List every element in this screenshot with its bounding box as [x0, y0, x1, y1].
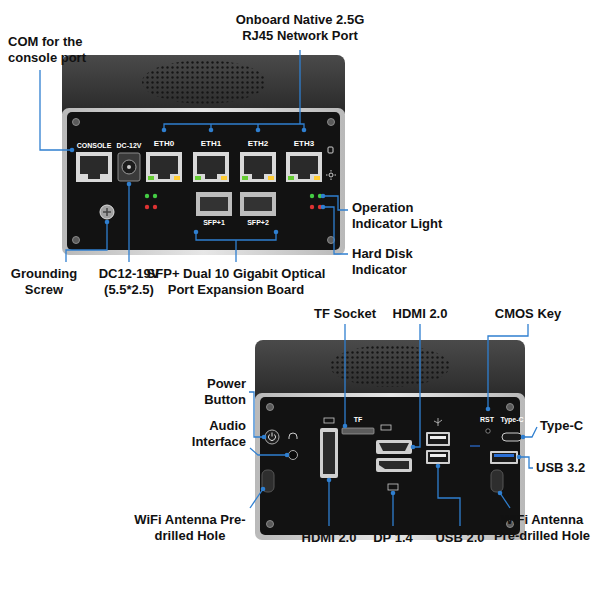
- callout-label: Grounding Screw: [6, 266, 82, 298]
- usb3-port: [470, 446, 518, 464]
- callout-label: WiFi Antenna Pre-drilled Hole: [488, 512, 596, 544]
- port-label: ETH3: [289, 140, 319, 148]
- bracket-leader: [196, 232, 276, 262]
- panel-screws: [267, 404, 514, 528]
- reset-hole: [486, 429, 490, 433]
- leader-line: [249, 392, 264, 437]
- power-button: [265, 430, 279, 444]
- device-front-view: [255, 340, 525, 540]
- callout-label: TF Socket: [305, 306, 385, 322]
- dc-jack: [118, 153, 140, 181]
- tf-slot: [342, 428, 374, 434]
- device-bezel: [62, 108, 345, 255]
- leader-line: [392, 493, 393, 526]
- leader-line: [328, 480, 329, 526]
- leader-line: [250, 448, 287, 455]
- device-rear-view: [62, 55, 345, 255]
- port-label: RST: [478, 416, 496, 424]
- bracket-leader: [164, 50, 304, 130]
- indicator-leds: [145, 194, 322, 209]
- port-label: SFP+1: [199, 219, 229, 227]
- leader-line: [66, 222, 107, 262]
- device-bezel: [255, 393, 525, 540]
- leader-line: [323, 207, 348, 254]
- callout-label: Audio Interface: [166, 418, 246, 450]
- audio-jack: [289, 433, 298, 460]
- fan-vent: [330, 345, 450, 387]
- fan-vent: [142, 60, 266, 104]
- callout-label: DP 1.4: [368, 530, 418, 546]
- callout-label: WiFi Antenna Pre-drilled Hole: [134, 512, 246, 544]
- front-panel: [260, 397, 520, 535]
- port-label: DC-12V: [114, 142, 144, 150]
- callout-label: USB 3.2: [536, 460, 596, 476]
- callout-label: Type-C: [540, 418, 596, 434]
- panel-screws: [73, 119, 335, 244]
- port-label: Type-C: [498, 416, 526, 424]
- leader-lines: [40, 50, 537, 526]
- callout-label: HDMI 2.0: [294, 530, 364, 546]
- leader-line: [40, 70, 72, 150]
- leader-line: [523, 427, 537, 437]
- port-label: SFP+2: [243, 219, 273, 227]
- grounding-screw: [100, 205, 114, 219]
- leader-line: [500, 493, 510, 508]
- callout-label: Hard Disk Indicator: [352, 246, 432, 278]
- leader-line: [488, 324, 528, 409]
- console-port: [76, 152, 112, 182]
- port-label: ETH1: [196, 140, 226, 148]
- leader-line: [323, 196, 348, 210]
- leader-line: [413, 324, 420, 447]
- callout-label: Operation Indicator Light: [352, 200, 464, 232]
- port-label: TF: [351, 416, 365, 424]
- hdmi-dp-ports: [376, 425, 412, 490]
- hdmi-port: [320, 418, 338, 478]
- usb2-ports: [426, 418, 450, 464]
- type-c-port: [502, 433, 522, 441]
- callout-label: Power Button: [176, 376, 246, 408]
- leader-line: [519, 457, 533, 468]
- callout-label: HDMI 2.0: [385, 306, 455, 322]
- callout-label: SFP+ Dual 10 Gigabit Optical Port Expans…: [141, 266, 331, 298]
- port-label: ETH2: [243, 140, 273, 148]
- port-label: ETH0: [149, 140, 179, 148]
- antenna-holes: [262, 470, 503, 492]
- leader-dots: [70, 128, 526, 496]
- leader-line: [128, 184, 129, 262]
- callout-label: CMOS Key: [490, 306, 566, 322]
- panel-icons: [326, 147, 336, 180]
- leader-line: [250, 489, 263, 508]
- front-panel: [67, 112, 340, 250]
- sfp-cages: [196, 192, 276, 216]
- callout-label: Onboard Native 2.5G RJ45 Network Port: [220, 12, 380, 44]
- callout-label: COM for the console port: [8, 34, 88, 66]
- port-label: CONSOLE: [74, 142, 114, 150]
- callout-label: USB 2.0: [432, 530, 488, 546]
- leader-line: [344, 324, 345, 426]
- leader-line: [438, 466, 460, 526]
- rj45-ports: [146, 152, 322, 182]
